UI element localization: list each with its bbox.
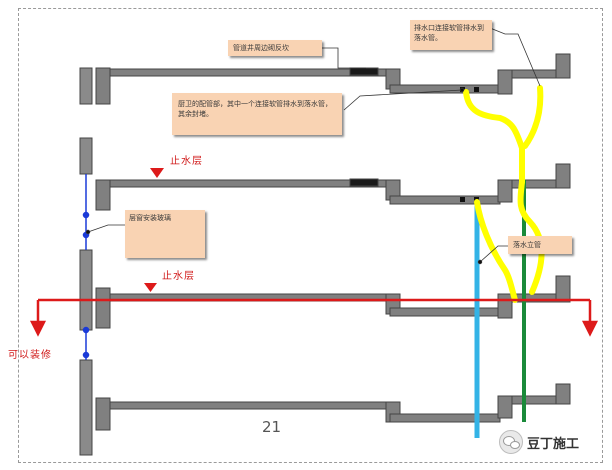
note-text: 厨卫的配管部，其中一个连接软管排水到落水管，其余封堵。: [178, 100, 332, 118]
note-downpipe: 落水立管: [508, 236, 572, 254]
note-text: 排水口连接软管排水到落水管。: [414, 24, 484, 42]
floor-slab-1: [95, 53, 571, 105]
note-text: 管道井周边砌反坎: [233, 44, 289, 52]
watermark-text: 豆丁施工: [527, 436, 580, 452]
diagram-frame: [18, 8, 603, 463]
floor-slab-3: [95, 275, 571, 329]
stop-water-line: [29, 298, 599, 337]
floor-slab-4: [95, 383, 571, 431]
stop-layer-label-1: 止水层: [170, 156, 203, 167]
stop-layer-marker: [144, 283, 157, 292]
note-text: 落水立管: [513, 241, 541, 249]
column-segment: [79, 67, 93, 105]
note-install-glass: 层窗安装玻璃: [125, 210, 205, 258]
upstand-curb: [349, 178, 379, 187]
column-segment: [79, 249, 93, 331]
column-segment: [79, 137, 93, 175]
left-column: [79, 67, 93, 456]
note-text: 层窗安装玻璃: [129, 214, 171, 222]
column-segment: [79, 359, 93, 456]
callout-leaders: [85, 27, 541, 265]
page-number: 21: [262, 418, 282, 436]
note-drain-connect: 排水口连接软管排水到落水管。: [410, 20, 492, 50]
stop-layer-marker: [150, 168, 164, 178]
upstand-curb: [349, 67, 379, 76]
drain-hoses: [463, 85, 545, 303]
window-glass: [82, 174, 90, 360]
floor-slab-2: [95, 163, 571, 211]
note-pipe-wall: 管道井周边砌反坎: [228, 40, 322, 56]
wechat-icon: [499, 430, 523, 454]
note-bathroom-pipe: 厨卫的配管部，其中一个连接软管排水到落水管，其余封堵。: [172, 93, 342, 135]
stop-layer-label-2: 止水层: [162, 271, 195, 282]
decor-ok-label: 可以装修: [8, 350, 52, 361]
watermark: 豆丁施工: [499, 430, 579, 454]
